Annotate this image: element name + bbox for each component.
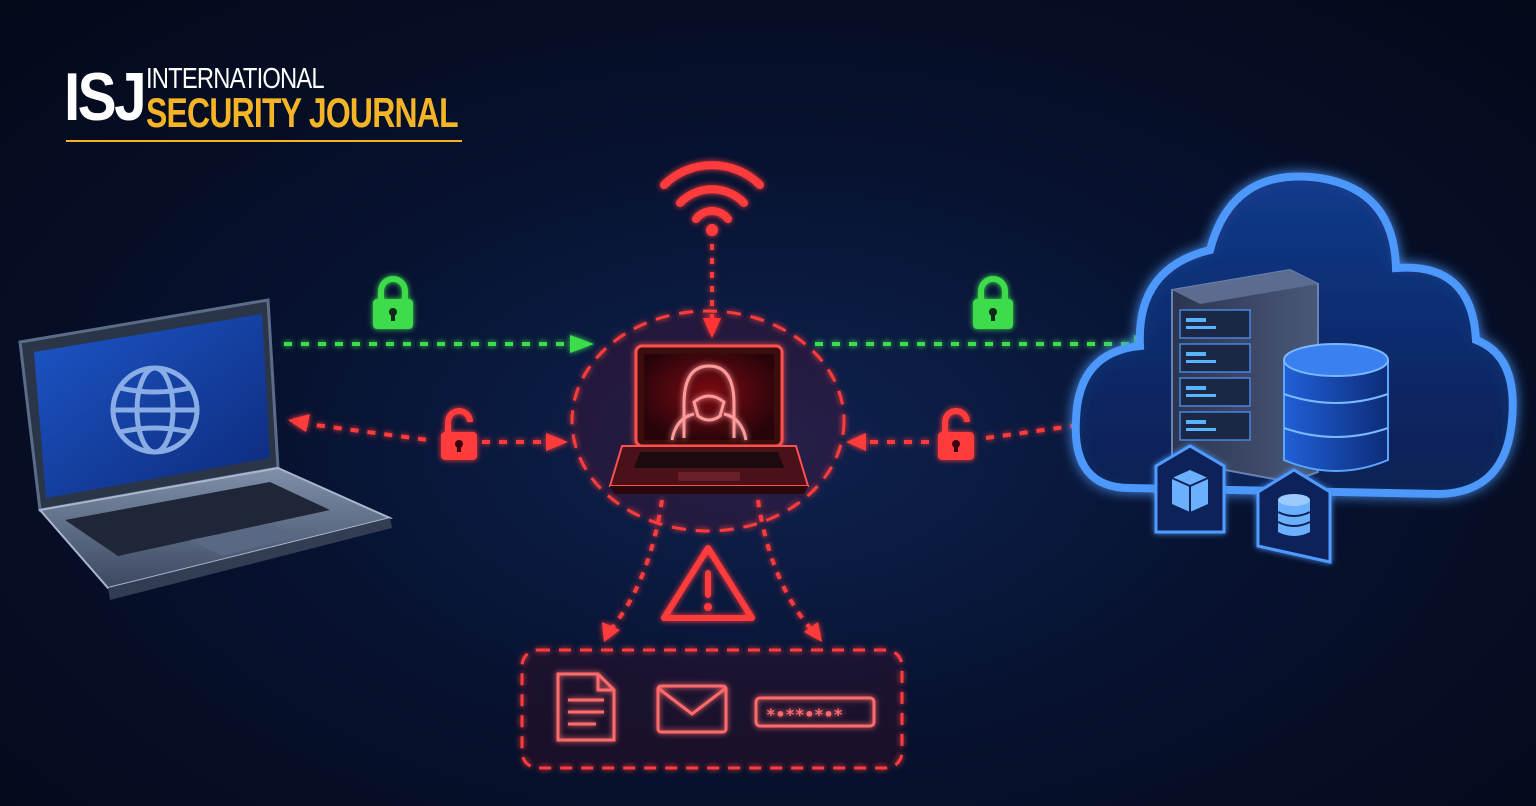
lock-closed-icon [373,276,413,329]
password-mask: *•**•*•* [766,705,843,724]
package-node-icon [1154,444,1226,534]
stolen-data-box [520,648,904,770]
lock-open-icon [938,408,974,460]
envelope-icon [656,684,728,734]
logo-line-2: SECURITY JOURNAL [146,89,459,136]
lock-closed-icon [973,276,1013,329]
attacker-laptop [608,344,810,494]
database-icon [1283,343,1389,472]
intercepted-connection-left [288,414,568,451]
document-icon [556,672,616,742]
globe-icon [110,365,200,455]
secure-connection-right [815,335,1158,353]
logo-abbr: ISJ [64,59,147,135]
isj-logo: ISJ INTERNATIONAL SECURITY JOURNAL [64,62,464,146]
database-node-icon [1256,468,1332,564]
wifi-dot [706,224,718,236]
user-laptop [18,298,394,600]
secure-connection-left [284,335,594,353]
logo-line-1: INTERNATIONAL [146,63,325,95]
hooded-hacker-icon [670,364,748,441]
password-field-icon: *•**•*•* [754,696,876,728]
logo-underline [66,140,462,142]
warning-icon [661,545,755,621]
wifi-icon [660,161,764,223]
leak-lines [602,499,822,642]
lock-open-icon [441,408,477,460]
